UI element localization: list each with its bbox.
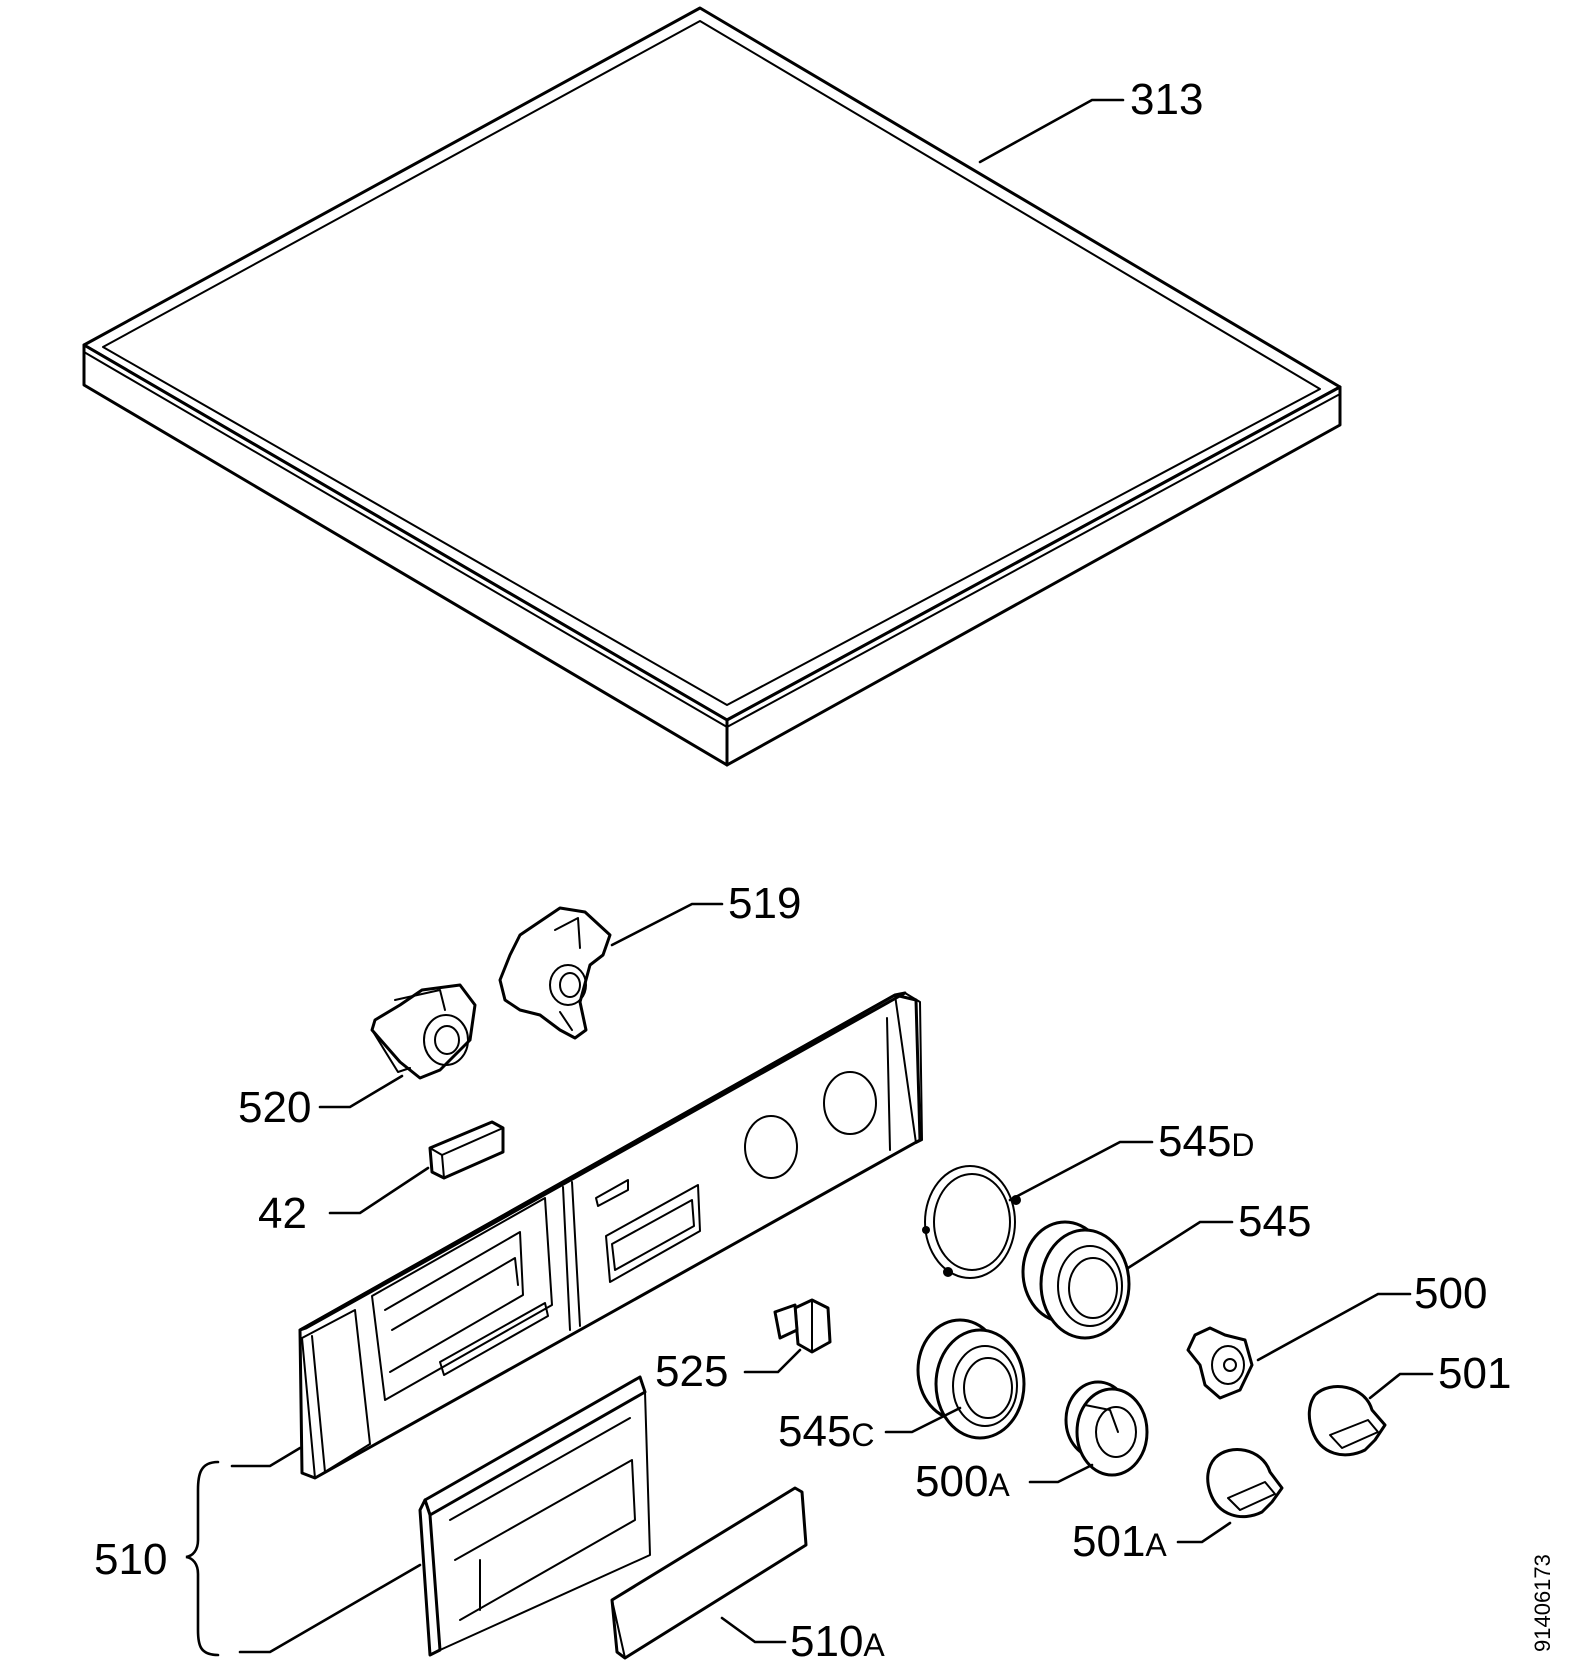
- part-519-switch: [498, 906, 612, 1040]
- label-500: 500: [1414, 1269, 1487, 1318]
- part-525-switch: [773, 1298, 832, 1354]
- label-510: 510: [94, 1535, 167, 1584]
- label-545: 545: [1238, 1197, 1311, 1246]
- part-313-top-panel: [82, 6, 1342, 767]
- label-501: 501: [1438, 1349, 1511, 1398]
- part-42-button: [428, 1120, 505, 1180]
- part-545D-ring: [922, 1165, 1021, 1279]
- label-501A: 501A: [1072, 1517, 1167, 1566]
- part-501A-cap: [1206, 1448, 1284, 1519]
- label-313: 313: [1130, 75, 1203, 124]
- part-545-knob: [1021, 1220, 1131, 1340]
- label-510A: 510A: [790, 1617, 885, 1662]
- label-519: 519: [728, 879, 801, 928]
- label-520: 520: [238, 1083, 311, 1132]
- document-number: 91406173: [1530, 1554, 1555, 1652]
- label-545D: 545D: [1158, 1117, 1255, 1166]
- label-500A: 500A: [915, 1457, 1010, 1506]
- part-510A-label-strip: [610, 1486, 808, 1660]
- part-545C-knob: [916, 1318, 1026, 1440]
- part-500A-inner: [1064, 1380, 1149, 1477]
- label-545C: 545C: [778, 1407, 875, 1456]
- part-501-cap: [1307, 1385, 1387, 1457]
- part-510-drawer-front: [418, 1375, 651, 1657]
- leader-lines: [185, 98, 1434, 1657]
- label-525: 525: [655, 1347, 728, 1396]
- part-520-selector: [370, 983, 477, 1080]
- part-510-control-panel: [298, 991, 923, 1480]
- part-labels: 313 519 520 42 545D 545 500 501 525 545C…: [94, 75, 1555, 1662]
- label-42: 42: [258, 1189, 307, 1238]
- part-500-inner: [1186, 1326, 1254, 1400]
